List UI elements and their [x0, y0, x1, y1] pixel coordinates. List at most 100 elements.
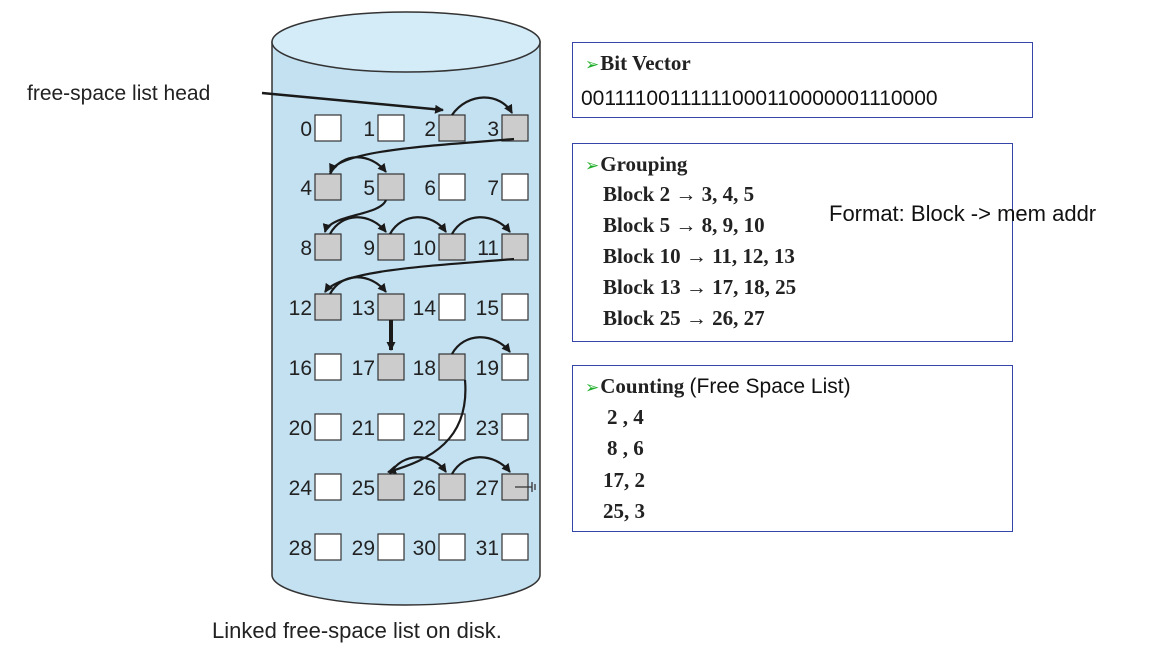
link-arrow — [322, 199, 388, 233]
block-number-label: 14 — [413, 297, 437, 320]
block-number-label: 29 — [352, 537, 375, 560]
allocated-block — [314, 114, 342, 142]
grouping-row: Block 13 → 17, 18, 25 — [603, 275, 797, 299]
link-arrow — [329, 276, 387, 295]
free-block — [377, 293, 405, 321]
link-arrow — [329, 156, 387, 175]
counting-row: 17, 2 — [603, 468, 645, 492]
block-number-label: 19 — [476, 357, 499, 380]
right-arrow-icon: → — [675, 213, 697, 237]
diagram-caption: Linked free-space list on disk. — [212, 618, 502, 643]
block-number-label: 25 — [352, 477, 375, 500]
block-number-label: 27 — [476, 477, 499, 500]
right-arrow-icon: → — [685, 306, 707, 330]
block-number-label: 5 — [363, 177, 375, 200]
free-block — [377, 173, 405, 201]
block-number-label: 3 — [487, 118, 499, 141]
free-block — [438, 473, 466, 501]
block-number-label: 28 — [289, 537, 312, 560]
grouping-box: ➢Grouping Block 2 → 3, 4, 5 Block 5 → 8,… — [572, 143, 1013, 342]
free-block — [377, 353, 405, 381]
bullet-arrow-icon: ➢ — [585, 156, 600, 176]
bit-vector-box: ➢Bit Vector 0011110011111100011000000111… — [572, 42, 1033, 118]
allocated-block — [438, 293, 466, 321]
null-terminator-icon — [515, 482, 536, 492]
block-number-label: 1 — [363, 118, 375, 141]
grouping-row: Block 5 → 8, 9, 10 — [603, 213, 765, 237]
link-arrow — [324, 257, 515, 293]
block-number-label: 6 — [424, 177, 436, 200]
free-block — [501, 114, 529, 142]
block-number-label: 18 — [413, 357, 436, 380]
link-arrow — [451, 336, 511, 355]
bullet-arrow-icon: ➢ — [585, 378, 600, 398]
counting-row: 25, 3 — [603, 499, 645, 523]
bit-vector-value: 00111100111111000110000001110000 — [581, 87, 938, 110]
allocated-block — [438, 173, 466, 201]
block-number-label: 0 — [300, 118, 312, 141]
block-number-label: 16 — [289, 357, 312, 380]
allocated-block — [314, 353, 342, 381]
counting-subtitle: (Free Space List) — [689, 375, 851, 398]
free-block — [377, 233, 405, 261]
block-number-label: 23 — [476, 417, 499, 440]
block-number-label: 12 — [289, 297, 312, 320]
free-block — [438, 353, 466, 381]
counting-row: 2 , 4 — [607, 405, 644, 429]
block-number-label: 4 — [300, 177, 312, 200]
block-number-label: 15 — [476, 297, 499, 320]
block-number-label: 2 — [424, 118, 436, 141]
allocated-block — [314, 413, 342, 441]
head-pointer-arrow — [261, 91, 444, 114]
allocated-block — [377, 114, 405, 142]
allocated-block — [314, 473, 342, 501]
bit-vector-title: ➢Bit Vector — [585, 51, 691, 75]
free-block — [314, 293, 342, 321]
allocated-block — [501, 293, 529, 321]
link-arrow — [387, 379, 467, 475]
link-arrow — [451, 216, 511, 235]
right-arrow-icon: → — [675, 182, 697, 206]
block-number-label: 26 — [413, 477, 436, 500]
disk-cylinder-top — [271, 11, 541, 73]
grouping-row: Block 25 → 26, 27 — [603, 306, 765, 330]
block-number-label: 21 — [352, 417, 375, 440]
bullet-arrow-icon: ➢ — [585, 55, 600, 75]
free-block — [377, 473, 405, 501]
block-number-label: 24 — [289, 477, 313, 500]
free-block — [314, 173, 342, 201]
link-arrow — [389, 216, 447, 235]
counting-box: ➢Counting (Free Space List) 2 , 4 8 , 6 … — [572, 365, 1013, 532]
link-arrow — [389, 456, 447, 475]
free-block — [314, 233, 342, 261]
allocated-block — [314, 533, 342, 561]
link-arrows — [322, 96, 536, 492]
block-number-label: 22 — [413, 417, 436, 440]
block-number-label: 9 — [363, 237, 375, 260]
right-arrow-icon: → — [685, 244, 707, 268]
free-space-list-head-label: free-space list head — [27, 82, 210, 105]
block-number-label: 8 — [300, 237, 312, 260]
disk-cylinder-body — [271, 41, 541, 606]
allocated-block — [438, 533, 466, 561]
link-arrow — [329, 216, 387, 235]
grouping-row: Block 10 → 11, 12, 13 — [603, 244, 795, 268]
allocated-block — [501, 413, 529, 441]
block-number-label: 11 — [477, 237, 499, 260]
counting-title: ➢Counting (Free Space List) — [585, 374, 851, 398]
block-number-label: 17 — [352, 357, 375, 380]
link-arrow — [451, 96, 513, 116]
free-block — [501, 233, 529, 261]
block-number-label: 13 — [352, 297, 375, 320]
allocated-block — [501, 173, 529, 201]
block-number-label: 7 — [487, 177, 499, 200]
grouping-title: ➢Grouping — [585, 152, 688, 176]
grouping-row: Block 2 → 3, 4, 5 — [603, 182, 755, 206]
counting-row: 8 , 6 — [607, 436, 644, 460]
link-arrow — [451, 456, 511, 475]
allocated-block — [377, 533, 405, 561]
allocated-block — [377, 413, 405, 441]
free-block — [438, 114, 466, 142]
